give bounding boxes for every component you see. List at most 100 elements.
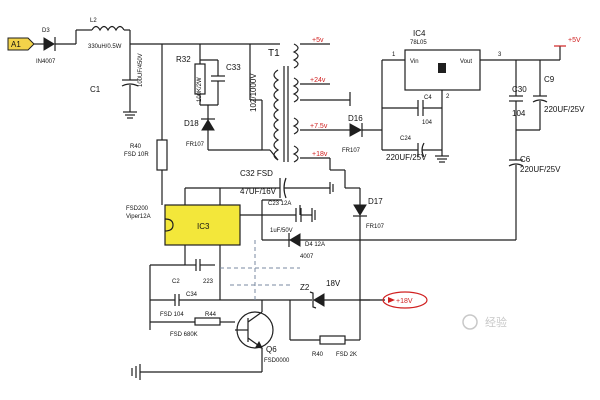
ground-c32 <box>329 182 334 194</box>
c32-value: 47UF/16V <box>240 187 277 196</box>
diode-d18: D18 FR107 <box>184 118 215 148</box>
ic4-vin: Vin <box>410 59 419 65</box>
d17-part: FR107 <box>366 224 385 230</box>
ic4-ref: IC4 <box>413 29 426 38</box>
r40b-ref: R40 <box>312 352 324 358</box>
z2-value: 18V <box>326 279 341 288</box>
capacitor-c23: C23 12A 1uF/50V <box>261 201 312 240</box>
diode-d17: D17 FR107 <box>353 197 385 230</box>
c34-ref: C34 <box>186 292 198 298</box>
resistor-r32: R32 100K/2W <box>176 55 206 102</box>
watermark: 经验 <box>462 314 507 330</box>
c30-ref: C30 <box>512 85 527 94</box>
d4-ref: D4 12A <box>305 242 325 248</box>
t1-ref: T1 <box>268 48 280 59</box>
r32-value: 100K/2W <box>197 77 203 102</box>
r40-ref: R40 <box>130 144 142 150</box>
vcc-out-symbol: +5V <box>554 37 581 47</box>
c23-value: 1uF/50V <box>270 228 293 234</box>
capacitor-c30: C30 104 <box>509 60 527 130</box>
ground-main <box>131 364 141 380</box>
c33-ref: C33 <box>226 63 241 72</box>
capacitor-c4: C4 104 <box>382 95 442 126</box>
l2-ref: L2 <box>90 18 97 24</box>
c1-value: 100UF/450V <box>138 53 144 87</box>
resistor-r44: R44 <box>150 312 235 326</box>
c30-value: 104 <box>512 109 526 118</box>
ic4-pin1: 1 <box>392 52 396 58</box>
tap-label-4: +18v <box>312 151 328 158</box>
d18-ref: D18 <box>184 119 199 128</box>
regulator-ic4: IC4 78L05 Vin Vout 1 2 3 <box>392 29 502 100</box>
capacitor-c1: C1 100UF/450V <box>90 44 144 119</box>
c9-ref: C9 <box>544 75 555 84</box>
c2-value: 223 <box>203 279 214 285</box>
capacitor-c24: C24 220UF/25V <box>382 136 442 162</box>
ic3-part: FSD200 <box>126 206 149 212</box>
c32-ref: C32 FSD <box>240 169 273 178</box>
d16-part: FR107 <box>342 148 361 154</box>
c2-ref: C2 <box>172 279 180 285</box>
transformer-t1: T1 <box>262 43 299 163</box>
c24-value: 220UF/25V <box>386 153 427 162</box>
capacitor-c34: C34 <box>150 292 220 306</box>
transistor-q6: Q6 FSD0000 <box>235 311 290 364</box>
ic3-sub: Viper12A <box>126 214 151 220</box>
ic3-controller: IC3 FSD200 Viper12A <box>126 204 241 246</box>
d18-part: FR107 <box>186 142 205 148</box>
c33-value: 102/1000V <box>249 73 258 112</box>
zener-z2: Z2 18V <box>300 279 341 309</box>
q6-part: FSD0000 <box>264 358 290 364</box>
capacitor-c9: C9 220UF/25V <box>532 60 585 130</box>
c1-ref: C1 <box>90 85 101 94</box>
tag-18v: +18V <box>382 291 428 309</box>
resistor-r40b: R40 FSD 2K <box>312 335 357 358</box>
fsd104-label: FSD 104 <box>160 312 184 318</box>
c9-value: 220UF/25V <box>544 105 585 114</box>
ic4-pin3: 3 <box>498 52 502 58</box>
c4-ref: C4 <box>424 95 432 101</box>
c6-value: 220UF/25V <box>520 165 561 174</box>
inductor-l2: L2 330uH/0.5W <box>88 18 125 50</box>
tag18-label: +18V <box>396 298 413 305</box>
diode-d3: D3 IN4007 <box>36 28 56 65</box>
capacitor-c32: C32 FSD 47UF/16V <box>240 169 310 199</box>
ic4-part: 78L05 <box>410 40 427 46</box>
c6-ref: C6 <box>520 155 531 164</box>
out-label: +5V <box>568 37 581 44</box>
l2-value: 330uH/0.5W <box>88 44 122 50</box>
d17-ref: D17 <box>368 197 383 206</box>
tap-label-1: +5v <box>312 37 324 44</box>
d16-ref: D16 <box>348 114 363 123</box>
input-label: A1 <box>11 40 21 49</box>
tap-label-3: +7.5v <box>310 123 328 130</box>
ground-c23 <box>311 208 316 222</box>
resistor-r40: R40 FSD 10R <box>124 44 168 205</box>
d3-part: IN4007 <box>36 59 56 65</box>
capacitor-c2: C2 223 <box>172 259 215 285</box>
fsd680-label: FSD 680K <box>170 332 198 338</box>
diode-d4: D4 12A 4007 <box>288 233 325 260</box>
d4-part: 4007 <box>300 254 314 260</box>
c23-ref: C23 12A <box>268 201 291 207</box>
watermark-text: 经验 <box>485 315 507 329</box>
r32-ref: R32 <box>176 55 191 64</box>
input-terminal: A1 <box>7 37 35 51</box>
r40b-value: FSD 2K <box>336 352 357 358</box>
c4-value: 104 <box>422 120 433 126</box>
q6-ref: Q6 <box>266 345 277 354</box>
ic4-pin2: 2 <box>446 94 450 100</box>
ground-ic4 <box>435 148 449 163</box>
tap-label-2: +24v <box>310 77 326 84</box>
c24-ref: C24 <box>400 136 412 142</box>
capacitor-c6: C6 220UF/25V <box>508 155 561 240</box>
d3-ref: D3 <box>42 28 50 34</box>
ic4-vout: Vout <box>460 59 472 65</box>
z2-ref: Z2 <box>300 283 310 292</box>
r44-ref: R44 <box>205 312 217 318</box>
ic3-ref: IC3 <box>197 222 210 231</box>
diode-d16: D16 FR107 <box>342 114 363 154</box>
r40-value: FSD 10R <box>124 152 149 158</box>
